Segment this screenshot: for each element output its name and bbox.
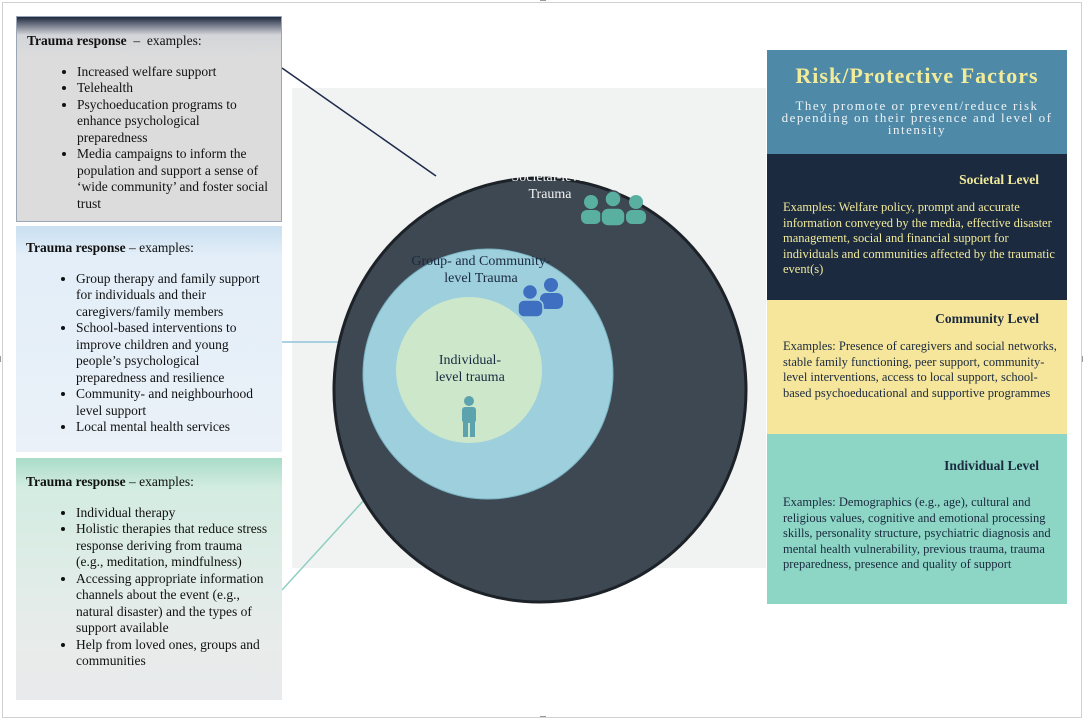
individual-label: Individual- level trauma — [435, 353, 505, 385]
panel-subtitle: They promote or prevent/reduce risk depe… — [781, 98, 1053, 137]
box-heading: Trauma response – examples: — [27, 33, 202, 48]
list-item: Holistic therapies that reduce stress re… — [76, 521, 272, 571]
list-item: Community- and neighbourhood level suppo… — [76, 386, 272, 419]
response-list: Increased welfare support Telehealth Psy… — [27, 64, 271, 213]
community-level-panel: Community Level Examples: Presence of ca… — [767, 300, 1067, 434]
individual-circle — [396, 297, 542, 443]
box-heading: Trauma response – examples: — [26, 474, 194, 489]
frame-tick-top — [540, 0, 546, 1]
level-name: Individual Level — [944, 458, 1039, 473]
level-examples: Examples: Demographics (e.g., age), cult… — [783, 495, 1051, 571]
list-item: Telehealth — [77, 80, 271, 97]
societal-label: Societal-level Trauma — [511, 170, 589, 202]
frame-tick-right — [1082, 356, 1083, 362]
group-of-three-people-icon — [581, 190, 646, 227]
list-item: Help from loved ones, groups and communi… — [76, 637, 272, 670]
frame-tick-left — [0, 356, 1, 362]
list-item: Local mental health services — [76, 419, 272, 436]
connector-societal — [281, 67, 437, 177]
individual-level-panel: Individual Level Examples: Demographics … — [767, 434, 1067, 604]
panel-title: Risk/Protective Factors — [795, 63, 1039, 88]
level-examples: Examples: Presence of caregivers and soc… — [783, 339, 1057, 400]
list-item: Group therapy and family support for ind… — [76, 271, 272, 321]
community-trauma-response-box: Trauma response – examples: Group therap… — [16, 226, 282, 452]
level-examples: Examples: Welfare policy, prompt and acc… — [783, 200, 1055, 276]
list-item: Media campaigns to inform the population… — [77, 146, 271, 212]
list-item: Accessing appropriate information channe… — [76, 571, 272, 637]
response-list: Individual therapy Holistic therapies th… — [26, 505, 272, 670]
level-name: Societal Level — [959, 172, 1039, 187]
societal-trauma-response-box: Trauma response – examples: Increased we… — [16, 16, 282, 222]
individual-trauma-response-box: Trauma response – examples: Individual t… — [16, 458, 282, 700]
box-heading: Trauma response – examples: — [26, 240, 194, 255]
two-people-icon — [517, 278, 563, 318]
level-name: Community Level — [935, 311, 1039, 326]
list-item: School-based interventions to improve ch… — [76, 320, 272, 386]
list-item: Individual therapy — [76, 505, 272, 522]
list-item: Increased welfare support — [77, 64, 271, 81]
societal-level-panel: Societal Level Examples: Welfare policy,… — [767, 154, 1067, 300]
response-list: Group therapy and family support for ind… — [26, 271, 272, 436]
frame-tick-bottom — [540, 716, 546, 717]
list-item: Psychoeducation programs to enhance psyc… — [77, 97, 271, 147]
community-label: Group- and Community- level Trauma — [411, 254, 551, 286]
risk-protective-header: Risk/Protective Factors They promote or … — [767, 50, 1067, 154]
single-person-icon — [462, 396, 476, 437]
